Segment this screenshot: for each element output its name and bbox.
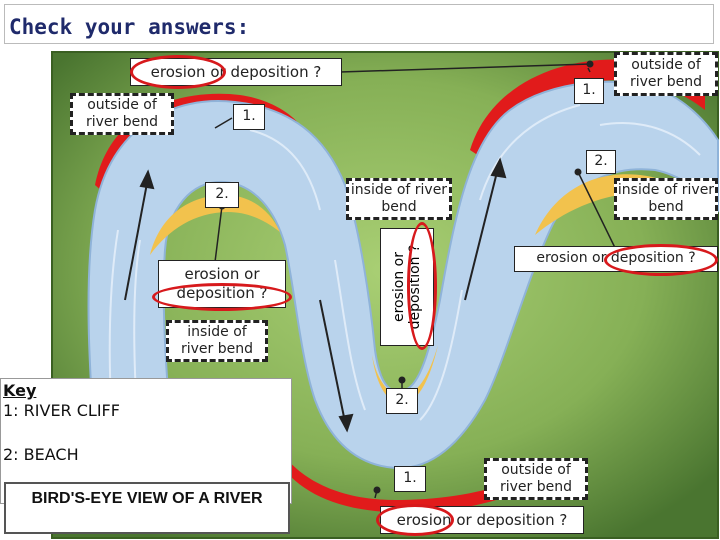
river-cliff-bottom	[278, 450, 545, 513]
inside-bend-text-left: inside of river bend	[180, 323, 253, 358]
number-box-2-bottom: 2.	[386, 388, 418, 414]
number-box-1-top-right: 1.	[574, 78, 604, 104]
number-text-1-top-right: 1.	[582, 82, 596, 99]
key-item-beach: 2: BEACH	[3, 445, 79, 464]
answer-circle-right	[604, 244, 718, 276]
river-channel	[87, 80, 719, 531]
beach-left	[150, 195, 280, 255]
number-box-1-bottom: 1.	[394, 466, 426, 492]
answer-circle-vertical	[407, 222, 437, 350]
caption-text: BIRD'S-EYE VIEW OF A RIVER	[31, 490, 263, 507]
key-title: Key	[3, 381, 37, 400]
title-bar: Check your answers:	[4, 4, 714, 44]
answer-circle-bottom	[376, 504, 454, 536]
answer-circle-left	[152, 283, 292, 311]
page-title: Check your answers:	[9, 15, 250, 39]
number-text-1-bottom: 1.	[403, 470, 417, 487]
inside-bend-box-right: inside of river bend	[614, 178, 718, 220]
number-text-2-left: 2.	[215, 186, 229, 203]
inside-bend-text-middle: inside of river bend	[350, 181, 448, 216]
number-box-1-top-left: 1.	[233, 104, 265, 130]
river-cliff-top-right	[470, 59, 705, 160]
leader-lines	[214, 63, 621, 499]
number-box-2-right: 2.	[586, 150, 616, 174]
outside-bend-text-bottom: outside of river bend	[499, 461, 572, 496]
flow-arrows	[124, 157, 507, 433]
number-box-2-left: 2.	[205, 182, 239, 208]
number-text-1-top-left: 1.	[242, 108, 256, 125]
outside-bend-box-left: outside of river bend	[70, 93, 174, 135]
beach-middle-bottom	[372, 345, 438, 405]
inside-bend-box-middle: inside of river bend	[346, 178, 452, 220]
outside-bend-box-bottom: outside of river bend	[484, 458, 588, 500]
leader-dots	[218, 60, 594, 494]
inside-bend-box-left: inside of river bend	[166, 320, 268, 362]
outside-bend-box-top-right: outside of river bend	[614, 52, 718, 96]
number-text-2-bottom: 2.	[395, 392, 409, 409]
outside-bend-text-top-right: outside of river bend	[629, 56, 702, 91]
number-text-2-right: 2.	[594, 153, 608, 170]
answer-circle-top	[130, 55, 226, 89]
outside-bend-text-left: outside of river bend	[85, 96, 158, 131]
inside-bend-text-right: inside of river bend	[617, 181, 715, 216]
key-item-river-cliff: 1: RIVER CLIFF	[3, 401, 120, 420]
caption-box: BIRD'S-EYE VIEW OF A RIVER	[4, 482, 290, 534]
